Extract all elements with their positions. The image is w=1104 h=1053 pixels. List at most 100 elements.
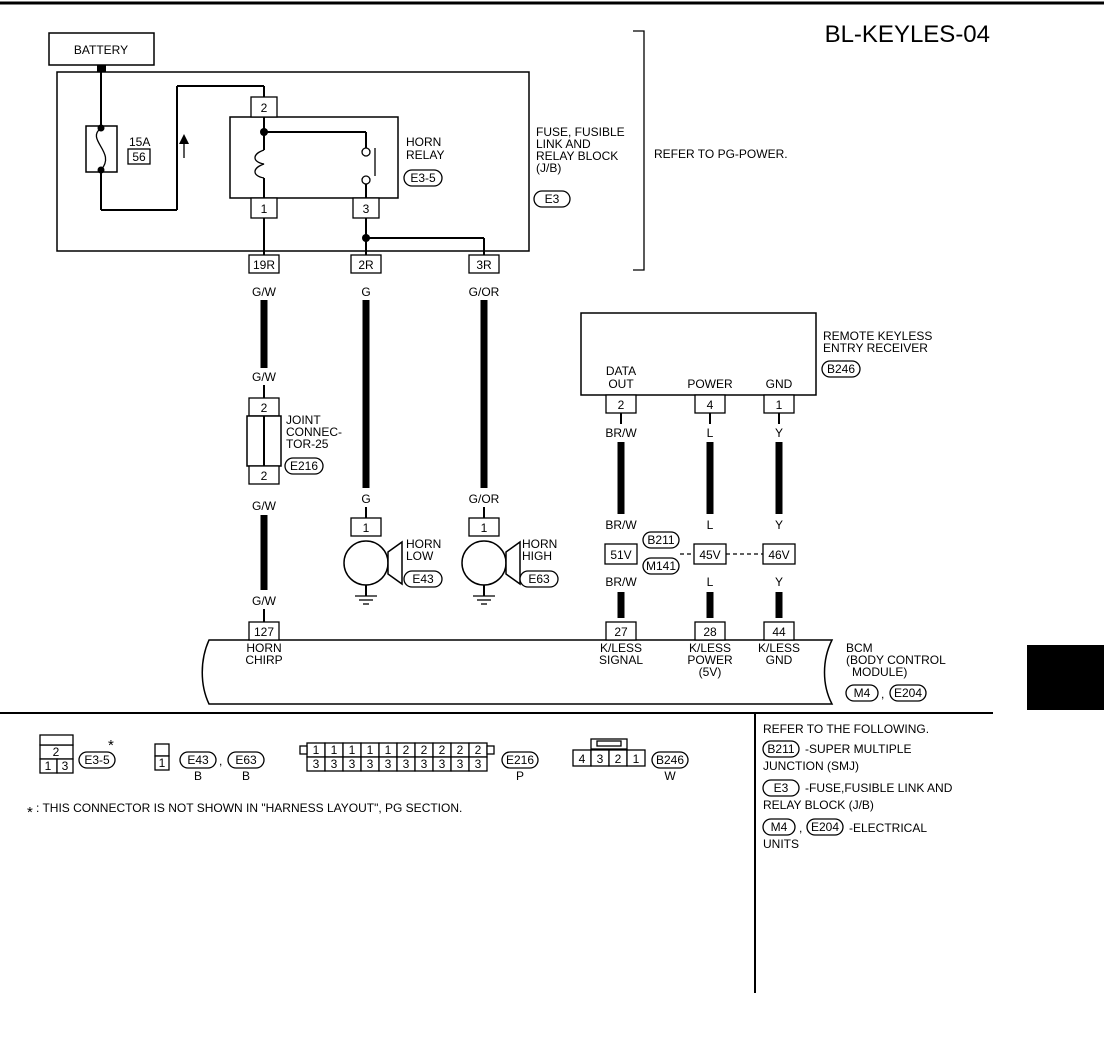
legend-e63-connector: [227, 751, 265, 769]
legend-e216-pin-label: 2: [403, 743, 410, 757]
legend-e216-latch: [299, 745, 308, 755]
horn-high-label: HORN: [522, 537, 557, 551]
wire-color-l-2: L: [707, 518, 714, 532]
svg-text:JUNCTION (SMJ): JUNCTION (SMJ): [763, 759, 859, 773]
bcm-connector-e204: [889, 684, 927, 702]
battery-label: BATTERY: [74, 43, 128, 57]
svg-text:RELAY BLOCK: RELAY BLOCK: [536, 149, 618, 163]
svg-text:E204: E204: [811, 820, 839, 834]
legend-b246-pin-label: 1: [633, 752, 640, 766]
legend-e216-pin-label: 2: [457, 743, 464, 757]
svg-text:,: ,: [881, 687, 884, 701]
legend-e216-pin-label: 2: [439, 743, 446, 757]
legend-e216-pin-label: 1: [313, 743, 320, 757]
bcm-pin-27: [605, 621, 637, 641]
svg-text:3R: 3R: [476, 258, 492, 272]
smj-connector-m141: [642, 557, 680, 575]
wire-color-gor-1: G/OR: [469, 285, 500, 299]
svg-text:28: 28: [703, 625, 717, 639]
svg-text:2: 2: [261, 101, 268, 115]
jb-label: FUSE, FUSIBLE: [536, 125, 625, 139]
refer-m4-connector: [762, 818, 796, 836]
svg-text:E63: E63: [528, 572, 550, 586]
refer-e204-connector: [806, 818, 844, 836]
jb-pin-3r: [468, 254, 500, 274]
legend-e35-star: *: [108, 737, 114, 754]
legend-e216-latch: [486, 745, 495, 755]
wire-color-gor-2: G/OR: [469, 492, 500, 506]
svg-text:E3: E3: [774, 781, 789, 795]
fuse-amp: 15A: [129, 135, 150, 149]
svg-text:127: 127: [254, 625, 274, 639]
svg-text:51V: 51V: [610, 548, 631, 562]
legend-e216-pin-label: 3: [421, 757, 428, 771]
svg-text:E216: E216: [290, 459, 318, 473]
legend-e216-pin-label: 3: [367, 757, 374, 771]
svg-text:HIGH: HIGH: [522, 549, 552, 563]
legend-e216-pin-label: 3: [313, 757, 320, 771]
receiver-gnd: GND: [766, 377, 793, 391]
legend-e216-connector: [501, 751, 539, 769]
legend-b246-cell: [626, 749, 646, 767]
legend-b246-pin-label: 3: [597, 752, 604, 766]
joint-label: JOINT: [286, 413, 321, 427]
wire-color-gw-2: G/W: [252, 370, 277, 384]
wire-color-brw-2: BR/W: [605, 518, 637, 532]
receiver-connector: [821, 360, 861, 378]
jb-connector: [533, 190, 571, 208]
wire-color-y-3: Y: [775, 575, 783, 589]
horn-relay-box: [229, 116, 399, 199]
svg-text:B246: B246: [656, 753, 684, 767]
svg-text:,: ,: [219, 754, 222, 768]
legend-e35-connector: [78, 751, 116, 769]
legend-e216-pin-label: 1: [385, 743, 392, 757]
svg-text:UNITS: UNITS: [763, 837, 799, 851]
bcm-connector-m4: [845, 684, 879, 702]
battery-terminal: [97, 65, 106, 72]
bcm-label: BCM: [846, 641, 873, 655]
smj-pin-51v: [604, 543, 638, 565]
wire-color-g-1: G: [361, 285, 370, 299]
svg-text:3: 3: [363, 202, 370, 216]
jb-pin-2r: [350, 254, 382, 274]
svg-text:E3: E3: [545, 192, 560, 206]
refer-pg-power: REFER TO PG-POWER.: [654, 147, 788, 161]
svg-text:2R: 2R: [358, 258, 374, 272]
svg-text:2: 2: [261, 401, 268, 415]
jb-pin-19r: [248, 254, 280, 274]
wire-color-y-1: Y: [775, 426, 783, 440]
fuse-number-box: [127, 148, 151, 165]
svg-text:2: 2: [618, 398, 625, 412]
horn-low-connector: [403, 570, 443, 588]
svg-text:-FUSE,FUSIBLE LINK AND: -FUSE,FUSIBLE LINK AND: [805, 781, 953, 795]
svg-text:27: 27: [614, 625, 628, 639]
horn-low-pin: [350, 517, 382, 537]
svg-text:RELAY BLOCK (J/B): RELAY BLOCK (J/B): [763, 798, 874, 812]
horn-low-symbol: [343, 540, 389, 586]
svg-text:B: B: [194, 769, 202, 783]
page-title: BL-KEYLES-04: [825, 21, 990, 48]
bcm-kless-signal: K/LESS: [600, 641, 642, 655]
svg-text:CHIRP: CHIRP: [245, 653, 282, 667]
svg-text:ENTRY RECEIVER: ENTRY RECEIVER: [823, 341, 928, 355]
svg-text:TOR-25: TOR-25: [286, 437, 329, 451]
svg-text:,: ,: [799, 821, 802, 835]
bcm-pin-127: [248, 621, 280, 641]
receiver-label: REMOTE KEYLESS: [823, 329, 932, 343]
svg-text:45V: 45V: [699, 548, 720, 562]
legend-b246-connector: [651, 751, 689, 769]
horn-high-symbol: [461, 540, 507, 586]
svg-text:M4: M4: [854, 686, 871, 700]
legend-e216-pin-label: 3: [331, 757, 338, 771]
wire-color-l-1: L: [707, 426, 714, 440]
legend-e216-pin-label: 3: [439, 757, 446, 771]
horn-relay-connector: [403, 169, 443, 187]
svg-text:1: 1: [481, 521, 488, 535]
svg-text:M141: M141: [646, 559, 676, 573]
horn-high-connector: [519, 570, 559, 588]
svg-text:B: B: [242, 769, 250, 783]
svg-text:-SUPER MULTIPLE: -SUPER MULTIPLE: [805, 742, 911, 756]
wire-color-gw-3: G/W: [252, 499, 277, 513]
